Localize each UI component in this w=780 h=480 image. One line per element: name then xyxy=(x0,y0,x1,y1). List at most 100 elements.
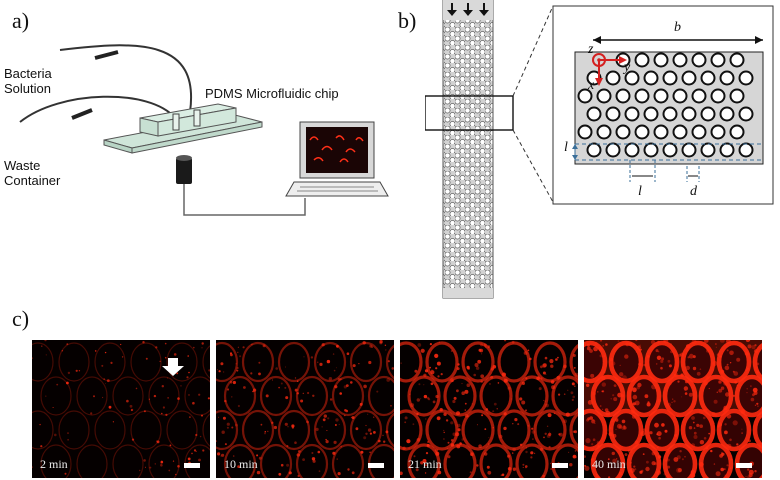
bacteria-speck xyxy=(476,464,479,467)
bacteria-speck xyxy=(193,449,197,452)
bacteria-speck xyxy=(325,440,329,444)
bacteria-speck xyxy=(335,367,337,369)
bacteria-speck xyxy=(704,340,709,343)
microfluidic-channel xyxy=(442,0,494,299)
bacteria-speck xyxy=(236,366,239,370)
bacteria-speck xyxy=(736,384,739,387)
bacteria-speck xyxy=(720,467,724,472)
biofilm-outline xyxy=(425,409,459,451)
bacteria-speck xyxy=(400,411,401,413)
bacteria-speck xyxy=(656,433,659,436)
biofilm-outline xyxy=(331,375,365,417)
bacteria-speck xyxy=(492,410,495,413)
scale-bar xyxy=(184,463,200,468)
bacteria-speck xyxy=(608,432,613,437)
bacteria-speck xyxy=(488,443,490,445)
bacteria-speck xyxy=(239,355,242,358)
bacteria-speck xyxy=(595,473,598,476)
bacteria-speck xyxy=(684,392,688,395)
bacteria-speck xyxy=(746,388,748,390)
bacteria-speck xyxy=(664,380,669,385)
bacteria-speck xyxy=(369,432,372,435)
bacteria-speck xyxy=(362,341,366,345)
bacteria-speck xyxy=(584,455,586,458)
bacteria-speck xyxy=(235,423,238,427)
bacteria-speck xyxy=(177,465,180,468)
bacteria-speck xyxy=(135,387,138,390)
pillar xyxy=(700,106,716,122)
bacteria-speck xyxy=(480,380,483,383)
bacteria-speck xyxy=(294,377,297,379)
biofilm-outline xyxy=(295,375,329,417)
bacteria-speck xyxy=(611,451,615,456)
bacteria-speck xyxy=(217,369,219,371)
bacteria-speck xyxy=(548,445,551,449)
bacteria-speck xyxy=(748,473,753,478)
bacteria-speck xyxy=(732,394,735,397)
bacteria-speck xyxy=(256,470,261,475)
bacteria-speck xyxy=(429,343,432,346)
pillar xyxy=(681,70,697,86)
bacteria-speck xyxy=(54,433,57,437)
bacteria-speck xyxy=(457,428,461,432)
bacteria-speck xyxy=(532,438,534,440)
bacteria-speck xyxy=(337,472,341,476)
bacteria-speck xyxy=(435,451,440,456)
bacteria-speck xyxy=(553,412,556,415)
flow-direction-arrow xyxy=(162,358,184,376)
bacteria-speck xyxy=(746,392,748,394)
bacteria-speck xyxy=(338,423,340,425)
biofilm-outline xyxy=(58,342,90,382)
biofilm-outline xyxy=(443,443,477,478)
biofilm-outline xyxy=(259,443,293,478)
bacteria-speck xyxy=(574,450,577,452)
bacteria-speck xyxy=(599,405,602,407)
bacteria-speck xyxy=(103,378,105,380)
bacteria-speck xyxy=(586,383,590,387)
bacteria-speck xyxy=(316,361,319,364)
bacteria-speck xyxy=(360,450,364,454)
bacteria-speck xyxy=(568,451,570,453)
biofilm-outline xyxy=(184,376,210,416)
bacteria-speck xyxy=(550,467,553,471)
bacteria-speck xyxy=(706,349,710,353)
bacteria-speck xyxy=(715,471,721,477)
biofilm-outline xyxy=(76,444,108,478)
bacteria-speck xyxy=(525,409,527,412)
bacteria-speck xyxy=(426,444,430,447)
pillar xyxy=(729,124,745,140)
bacteria-speck xyxy=(663,472,667,476)
bacteria-speck xyxy=(725,392,730,397)
bacteria-speck xyxy=(601,382,606,387)
bacteria-speck xyxy=(698,409,704,415)
bacteria-speck xyxy=(724,468,726,470)
bacteria-speck xyxy=(729,438,732,442)
bacteria-speck xyxy=(220,362,224,366)
bacteria-speck xyxy=(501,372,506,377)
biofilm-outline xyxy=(76,376,108,416)
bacteria-speck xyxy=(275,367,278,370)
bacteria-speck xyxy=(321,426,323,428)
bacteria-speck xyxy=(674,372,679,378)
bacteria-speck xyxy=(673,457,679,462)
chip-label: PDMS Microfluidic chip xyxy=(205,86,339,101)
bacteria-speck xyxy=(237,346,239,348)
bacteria-speck xyxy=(501,473,505,477)
bacteria-speck xyxy=(160,464,163,467)
bacteria-speck xyxy=(434,448,439,453)
bacteria-speck xyxy=(721,452,723,455)
bacteria-speck xyxy=(487,347,489,349)
bacteria-speck xyxy=(236,369,239,372)
bacteria-speck xyxy=(656,446,659,449)
bacteria-speck xyxy=(651,384,657,390)
bacteria-speck xyxy=(300,399,304,403)
bacteria-speck xyxy=(690,473,696,478)
bacteria-speck xyxy=(758,442,762,447)
pillar-array xyxy=(574,51,764,165)
bacteria-speck xyxy=(667,465,671,469)
bacteria-speck xyxy=(732,420,738,426)
bacteria-speck xyxy=(529,357,532,361)
biofilm-outline xyxy=(313,409,347,451)
bacteria-speck xyxy=(664,429,668,433)
bacteria-speck xyxy=(693,427,696,429)
